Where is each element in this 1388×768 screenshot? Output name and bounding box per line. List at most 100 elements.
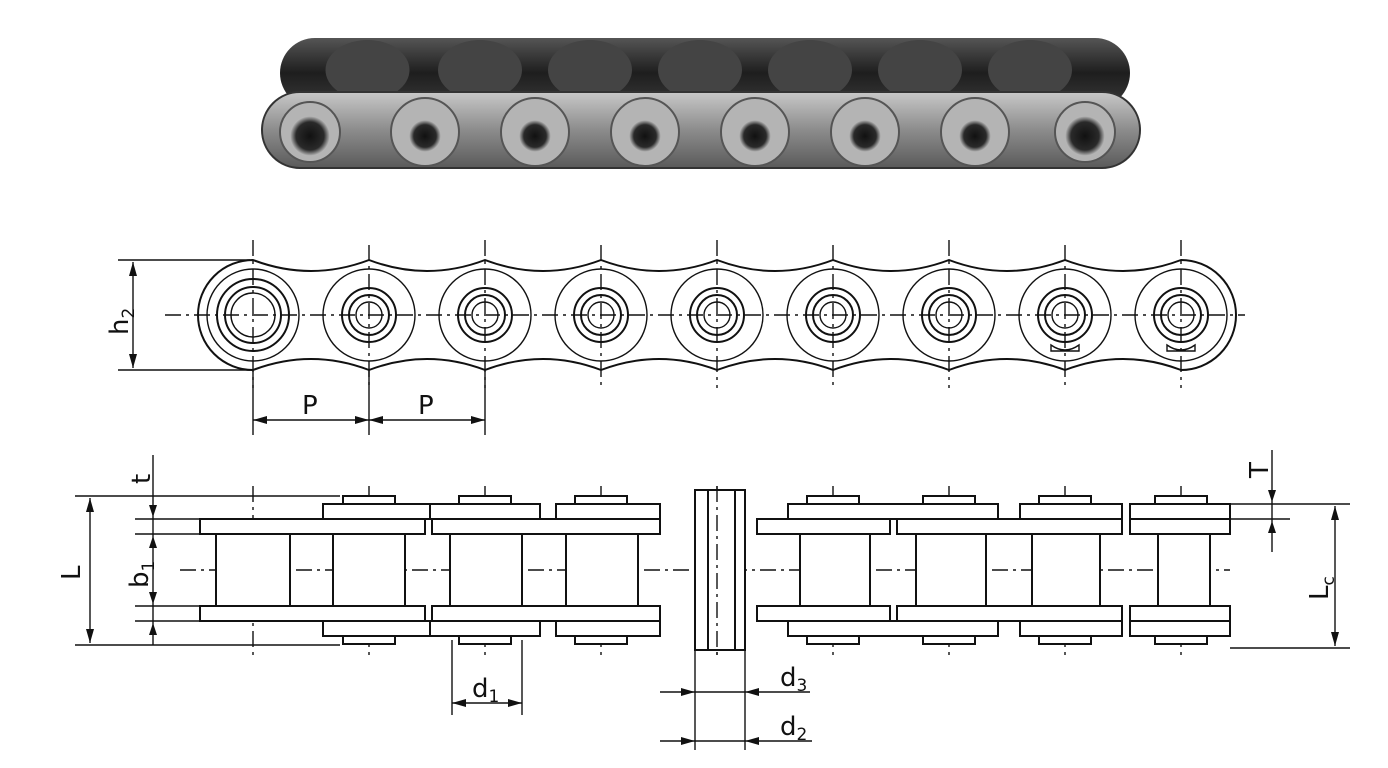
pin-head <box>342 635 396 645</box>
inner-plate <box>756 605 891 622</box>
roller <box>878 40 962 100</box>
outer-plate <box>555 503 661 520</box>
pin-head <box>574 495 628 505</box>
roller-outline <box>438 268 532 362</box>
outer-plate <box>1019 503 1123 520</box>
hollow-pin-outer <box>696 294 738 336</box>
roller <box>768 40 852 100</box>
roller <box>438 40 522 100</box>
outer-plate <box>429 620 541 637</box>
h2-dimension: h2 <box>105 259 250 371</box>
d1-dimension: d1 <box>451 640 523 715</box>
d3-d2-dimension: d3 d2 <box>660 650 812 750</box>
inner-plate <box>896 605 1123 622</box>
pin-head <box>458 495 512 505</box>
pin-boss <box>457 287 513 343</box>
roller <box>215 533 291 607</box>
outer-plate <box>555 620 661 637</box>
pin-head <box>1038 495 1092 505</box>
outer-plate <box>322 620 431 637</box>
hollow-pin-bore <box>471 301 499 329</box>
chain-front-plates <box>261 91 1141 169</box>
outer-plate <box>1129 620 1231 637</box>
pin-head <box>922 635 976 645</box>
Lc-label: L <box>1305 585 1335 600</box>
pin-head <box>922 495 976 505</box>
T-Lc-dimension: T Lc <box>1210 450 1350 649</box>
hollow-pin-outer <box>812 294 854 336</box>
hollow-pin-hole <box>409 120 441 152</box>
pin-head <box>1038 635 1092 645</box>
svg-text:d1: d1 <box>472 674 499 707</box>
hollow-pin-outer <box>464 294 506 336</box>
roller-outline <box>902 268 996 362</box>
inner-plate <box>431 605 661 622</box>
inner-plate <box>896 518 1123 535</box>
hollow-pin-outer <box>1160 294 1202 336</box>
hollow-pin-bore <box>703 301 731 329</box>
roller <box>332 533 406 607</box>
pin-head <box>806 495 860 505</box>
t-label: t <box>127 474 157 484</box>
pitch-label: P <box>302 391 318 421</box>
pin-boss <box>921 287 977 343</box>
roller <box>325 40 410 100</box>
L-label: L <box>57 565 87 580</box>
hollow-pin-bore <box>587 301 615 329</box>
svg-text:d2: d2 <box>780 712 807 745</box>
hollow-pin-hole <box>849 120 881 152</box>
pin-boss <box>341 287 397 343</box>
hollow-pin-outer <box>928 294 970 336</box>
pin-boss <box>573 287 629 343</box>
pin-boss <box>216 278 290 352</box>
hollow-pin-hole <box>629 120 661 152</box>
roller-outline <box>1018 268 1112 362</box>
outer-plate <box>322 503 431 520</box>
roller <box>1031 533 1101 607</box>
pin-boss <box>689 287 745 343</box>
L-dimension: L <box>57 495 340 646</box>
roller <box>449 533 523 607</box>
roller-outline <box>206 268 300 362</box>
roller-outline <box>1134 268 1228 362</box>
hollow-pin-hole <box>739 120 771 152</box>
svg-text:Lc: Lc <box>1305 576 1339 600</box>
chain-top-view <box>180 486 1231 660</box>
b1-label: b <box>125 571 155 588</box>
roller <box>1157 533 1211 607</box>
roller <box>565 533 639 607</box>
hollow-pin-bore <box>819 301 847 329</box>
inner-plate <box>1129 518 1231 535</box>
hollow-pin-bore <box>230 292 276 338</box>
pin-head <box>342 495 396 505</box>
roller <box>915 533 987 607</box>
inner-plate <box>1129 605 1231 622</box>
chain-side-view <box>165 240 1245 388</box>
hollow-pin-bore <box>1051 301 1079 329</box>
circlip-icon <box>1166 343 1196 352</box>
hollow-pin-hole <box>290 116 330 156</box>
pitch-dimension: P P <box>252 370 486 435</box>
hollow-pin-bore <box>935 301 963 329</box>
inner-plate <box>756 518 891 535</box>
d1-label: d <box>472 674 489 704</box>
pin-boss <box>805 287 861 343</box>
T-label: T <box>1245 462 1275 479</box>
pin-head <box>574 635 628 645</box>
pin-head <box>1154 495 1208 505</box>
roller <box>988 40 1072 100</box>
pin-head <box>806 635 860 645</box>
roller-outline <box>670 268 764 362</box>
pin-boss <box>1037 287 1093 343</box>
outer-plate <box>787 620 999 637</box>
inner-plate <box>199 605 426 622</box>
pitch-label: P <box>418 391 434 421</box>
d3-label: d <box>780 663 797 693</box>
hollow-pin-bore <box>355 301 383 329</box>
hollow-pin-hole <box>959 120 991 152</box>
d2-label: d <box>780 712 797 742</box>
hollow-pin-outer <box>1044 294 1086 336</box>
svg-text:d3: d3 <box>780 663 807 696</box>
outer-plate <box>787 503 999 520</box>
outer-plate <box>429 503 541 520</box>
